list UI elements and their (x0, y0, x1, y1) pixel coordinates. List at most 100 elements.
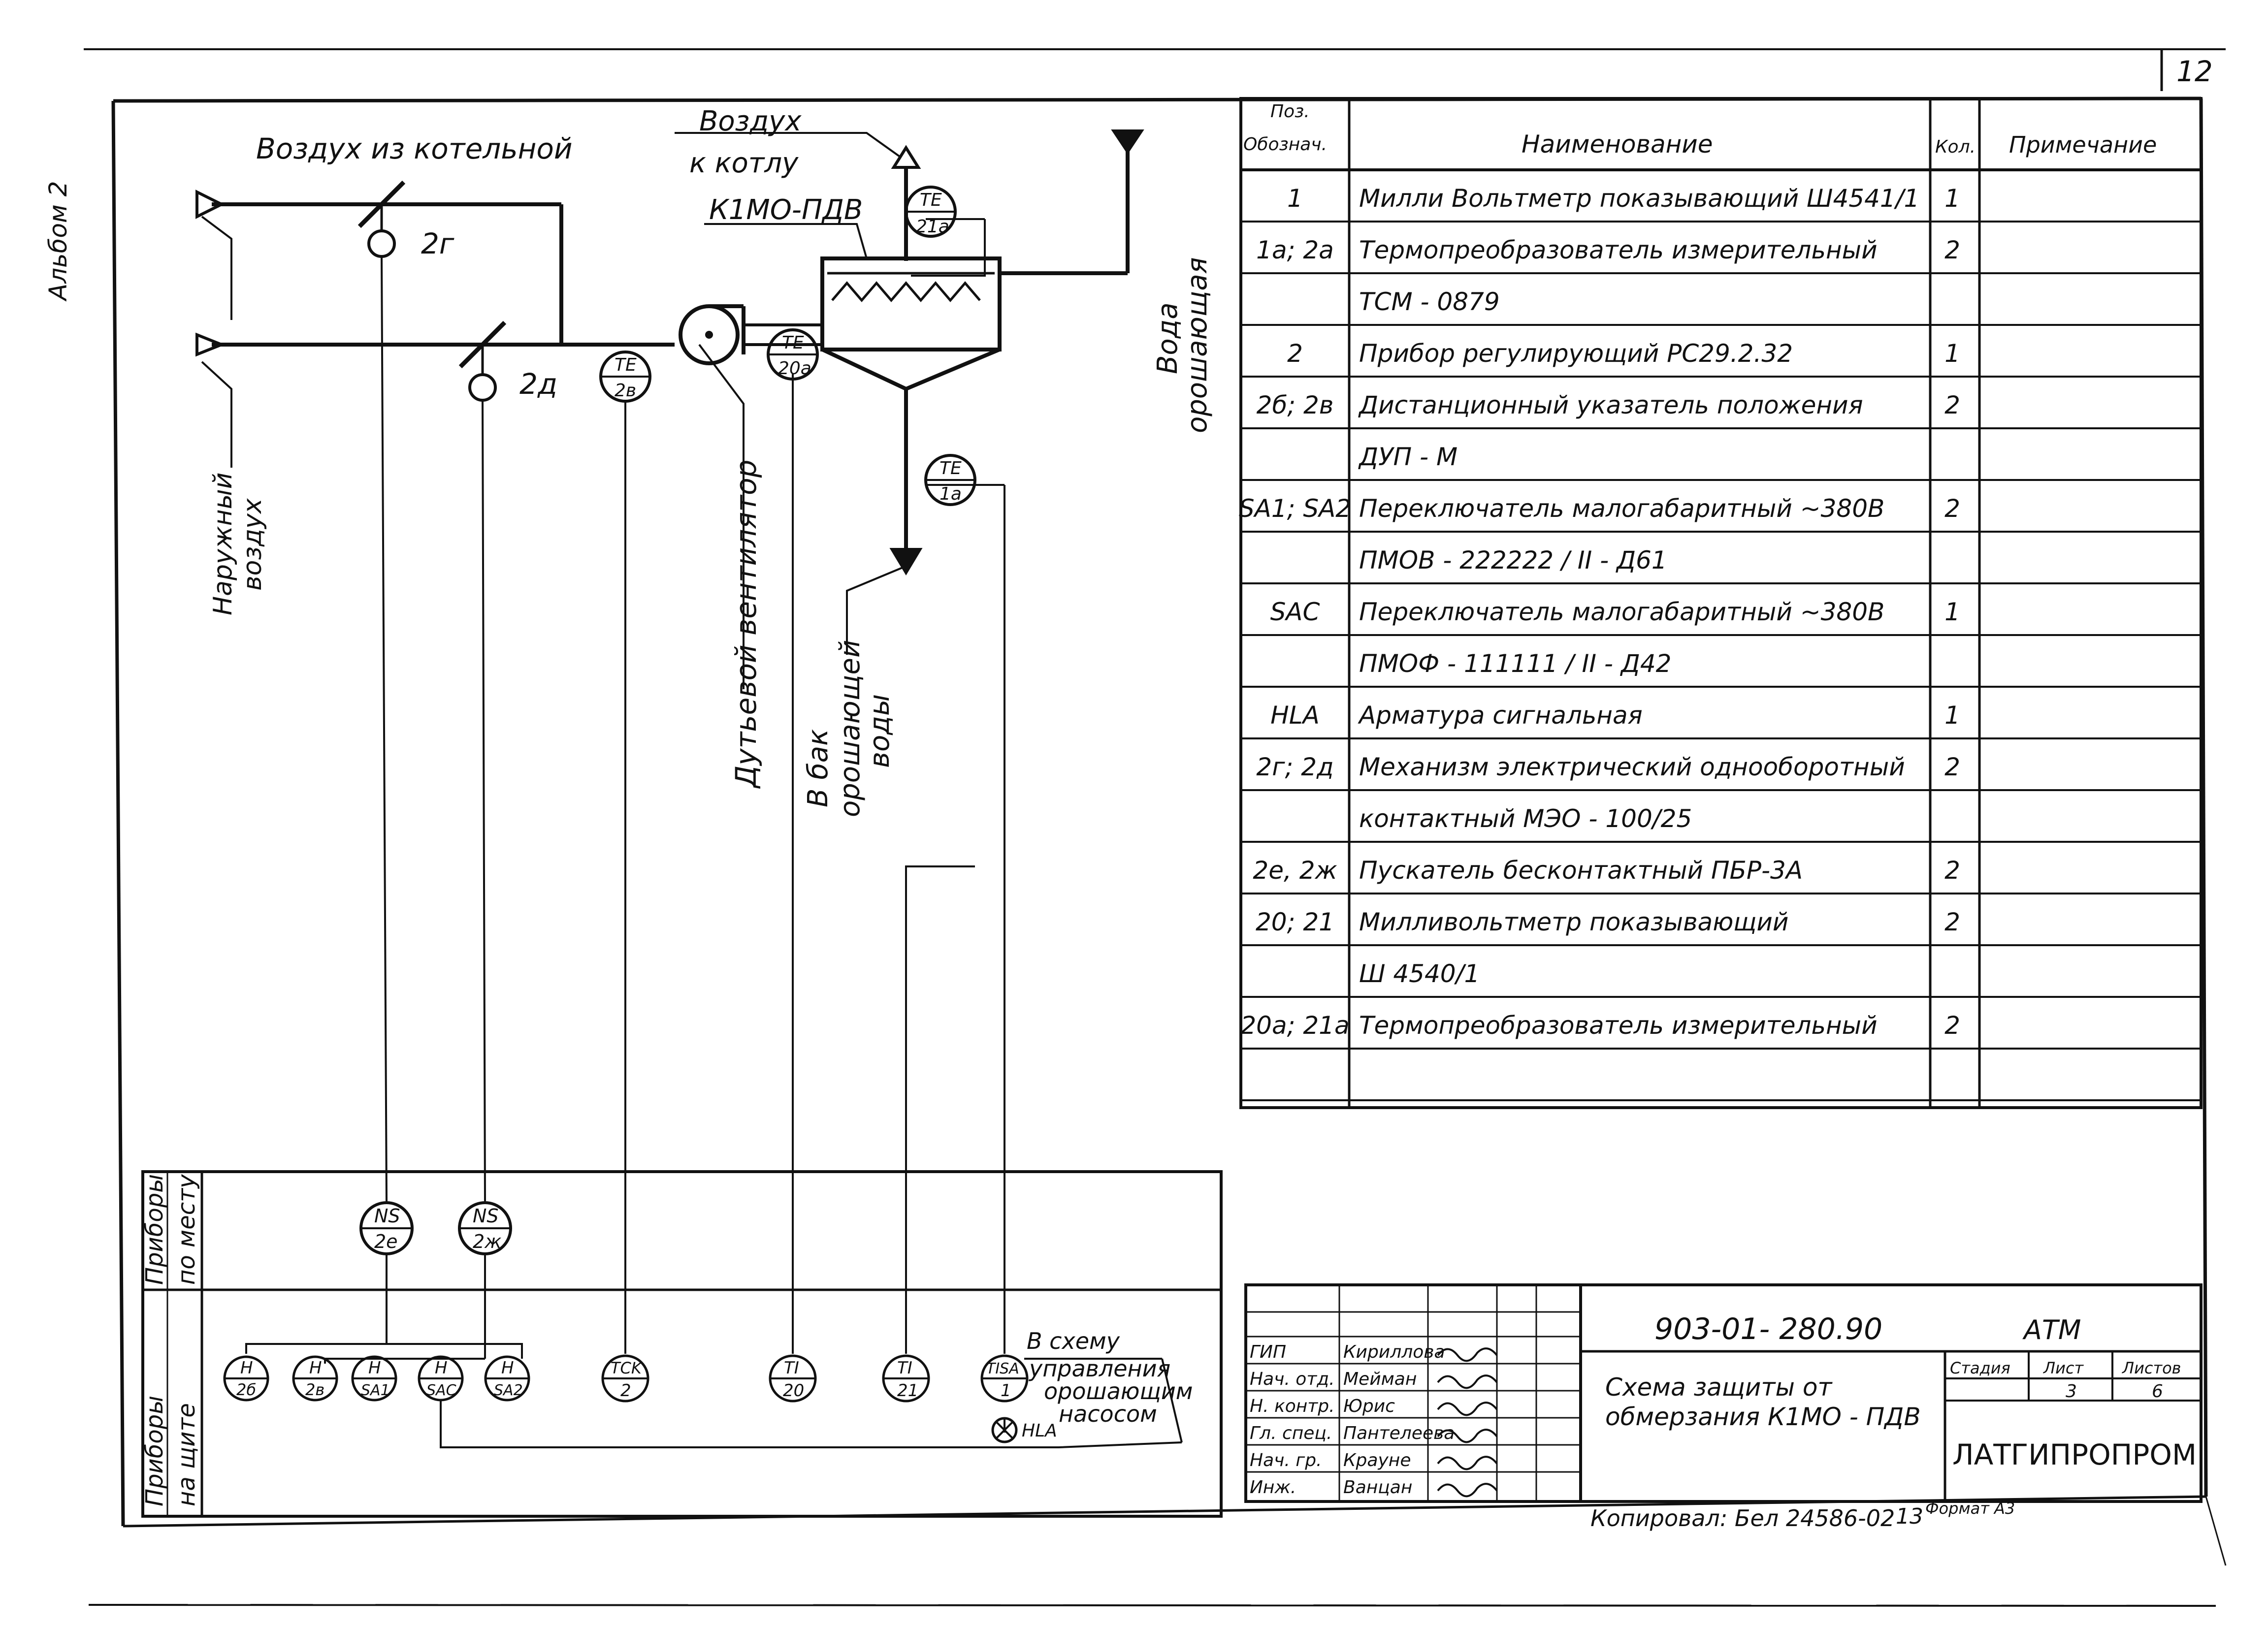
label-water-to-tank-3: воды (864, 694, 896, 768)
svg-text:1а: 1а (940, 484, 962, 504)
svg-text:TE: TE (920, 190, 942, 210)
panel-h-sa2: H SA2 (484, 1355, 530, 1402)
svg-text:H: H (435, 1358, 448, 1378)
svg-text:NS: NS (473, 1205, 499, 1227)
spec-cell-name: Термопреобразователь измерительный (1359, 1011, 1878, 1040)
spec-cell-name: ПМОВ - 222222 / II - Д61 (1359, 546, 1667, 575)
signer-role: Н. контр. (1250, 1396, 1335, 1416)
album-label: Альбом 2 (44, 181, 72, 302)
signal-lamp-icon (991, 1417, 1018, 1443)
label-spray-water-1: Вода (1152, 302, 1184, 374)
spec-cell-pos: 20; 21 (1256, 908, 1334, 936)
copied-by: Копировал: Бел 24586-02 (1590, 1505, 1895, 1532)
panel-h-2v: H 2в (292, 1355, 338, 1402)
svg-text:H: H (368, 1358, 381, 1378)
signer-role: Нач. гр. (1250, 1450, 1322, 1470)
svg-text:SA1: SA1 (361, 1382, 390, 1399)
title-block-grid (1244, 1283, 2203, 1503)
fan-icon (679, 304, 745, 365)
signer-role: Инж. (1250, 1477, 1296, 1498)
label-outside-air-2: воздух (238, 498, 267, 591)
sheets-label: Листов (2122, 1359, 2181, 1377)
air-to-boiler-outlet-icon (891, 145, 921, 169)
spec-header-note: Примечание (2009, 131, 2157, 158)
spec-cell-name: Милливольтметр показывающий (1359, 908, 1788, 936)
spec-cell-name: ТСМ - 0879 (1359, 287, 1500, 316)
spec-cell-qty: 1 (1944, 701, 1960, 730)
label-air-from-boiler-room: Воздух из котельной (256, 132, 573, 165)
row-local-line1: Приборы (141, 1174, 168, 1285)
sensor-te-1a: TE 1а (924, 454, 976, 506)
spec-cell-pos: SA1; SA2 (1239, 494, 1351, 523)
svg-text:H: H (309, 1358, 322, 1378)
svg-text:20: 20 (783, 1381, 804, 1401)
signature-mark (1437, 1402, 1498, 1416)
spec-cell-qty: 2 (1944, 1011, 1960, 1040)
spec-header-name: Наименование (1522, 130, 1713, 159)
spec-cell-name: Прибор регулирующий РС29.2.32 (1359, 339, 1793, 368)
spec-header-pos-1: Поз. (1270, 101, 1310, 122)
spec-cell-name: Переключатель малогабаритный ~380В (1359, 494, 1884, 523)
svg-text:20а: 20а (778, 358, 811, 379)
svg-text:SA2: SA2 (494, 1382, 523, 1399)
cooler-apparatus (820, 256, 1002, 391)
svg-text:2е: 2е (374, 1231, 398, 1252)
row-panel-line2: на щите (173, 1403, 200, 1506)
panel-h-sa1: H SA1 (351, 1355, 397, 1402)
signer-name: Мейман (1343, 1369, 1417, 1389)
spec-cell-pos: 2 (1287, 339, 1303, 368)
sheet-label: Лист (2043, 1359, 2084, 1377)
svg-text:21а: 21а (916, 217, 949, 237)
lamp-label: HLA (1022, 1421, 1057, 1441)
signer-name: Юрис (1343, 1396, 1395, 1416)
spec-cell-qty: 2 (1944, 753, 1960, 781)
spec-cell-name: контактный МЭО - 100/25 (1359, 804, 1692, 833)
svg-text:В схему: В схему (1027, 1328, 1120, 1354)
spec-cell-name: Арматура сигнальная (1358, 701, 1643, 730)
spec-cell-name: Механизм электрический однооборотный (1359, 753, 1905, 781)
signer-name: Кириллова (1343, 1342, 1445, 1362)
row-panel-line1: Приборы (141, 1396, 168, 1506)
spec-cell-name: Милли Вольтметр показывающий Ш4541/1 (1359, 184, 1919, 213)
svg-text:TI: TI (784, 1358, 799, 1378)
svg-text:TISA: TISA (986, 1360, 1019, 1377)
spec-header-qty: Кол. (1935, 137, 1976, 157)
panel-tisa-1: TISA 1 (980, 1354, 1029, 1403)
damper-2d-icon (458, 320, 507, 402)
spec-cell-name: Переключатель малогабаритный ~380В (1359, 598, 1884, 626)
water-to-tank-outlet-icon (889, 548, 923, 575)
svg-text:NS: NS (374, 1205, 400, 1227)
signer-name: Крауне (1343, 1450, 1411, 1470)
spec-cell-qty: 1 (1944, 598, 1960, 626)
panel-tck-2: TCK 2 (601, 1354, 649, 1403)
svg-text:2ж: 2ж (473, 1231, 501, 1252)
signature-mark (1437, 1483, 1498, 1498)
spec-cell-name: Термопреобразователь измерительный (1359, 236, 1878, 264)
spec-cell-pos: 1 (1287, 184, 1303, 213)
signer-role: Нач. отд. (1250, 1369, 1335, 1389)
signer-name: Пантелеева (1343, 1423, 1455, 1443)
spec-cell-qty: 1 (1944, 184, 1960, 213)
row-local-line2: по месту (173, 1174, 200, 1285)
svg-text:H: H (240, 1358, 253, 1378)
spray-water-inlet-icon (1111, 129, 1144, 155)
spec-cell-pos: HLA (1270, 701, 1320, 730)
svg-text:H: H (501, 1358, 514, 1378)
spec-cell-name: Ш 4540/1 (1359, 959, 1480, 988)
label-spray-water-2: орошающая (1181, 257, 1213, 433)
pump-control-note: В схему управления орошающим насосом (1024, 1328, 1193, 1427)
valve-2d-label: 2д (519, 367, 557, 401)
outside-air-inlet-icon (195, 190, 225, 219)
label-apparatus: К1МО-ПДВ (709, 194, 863, 226)
label-water-to-tank-2: орошающей (834, 640, 866, 817)
svg-text:TE: TE (940, 458, 962, 479)
spec-table-rowlines (1241, 221, 2201, 1101)
doc-title-1: Схема защиты от (1605, 1373, 1833, 1402)
damper-2g-icon (357, 180, 406, 258)
svg-text:1: 1 (1001, 1381, 1011, 1401)
svg-text:управления: управления (1028, 1355, 1170, 1382)
spec-cell-qty: 2 (1944, 391, 1960, 419)
